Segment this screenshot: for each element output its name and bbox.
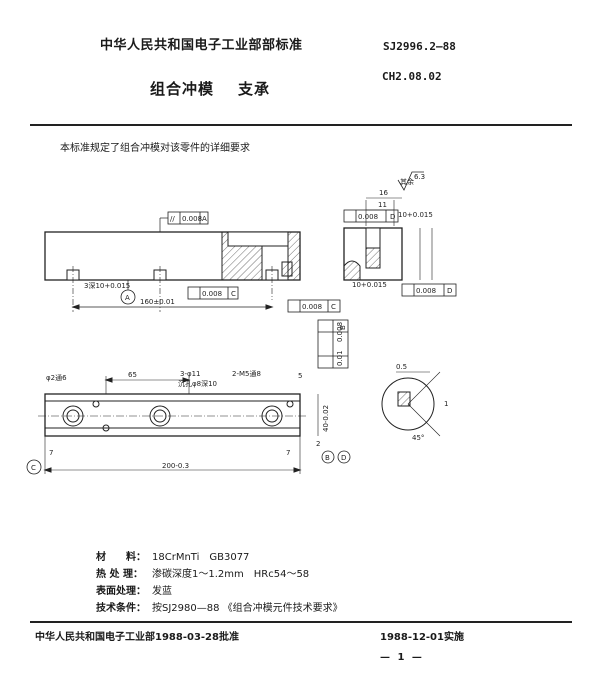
intro-text: 本标准规定了组合冲模对该零件的详细要求 <box>60 143 250 154</box>
spec-heat-label: 热 处 理： <box>96 569 143 580</box>
dim-10a: 10+0.015 <box>398 211 433 219</box>
label-phi2: φ2通6 <box>46 373 67 382</box>
detail-view <box>381 371 441 437</box>
header-rule <box>30 124 572 126</box>
dim-7b: 7 <box>286 449 290 457</box>
spec-material-label: 材 料： <box>96 552 146 563</box>
surface-rest-label: 其余 <box>400 177 414 186</box>
datum-circle-b: B <box>325 454 330 462</box>
label-2m5: 2-M5通8 <box>232 369 261 378</box>
spec-material-value: 18CrMnTi GB3077 <box>152 552 250 563</box>
label-3phi11: 3-φ11 <box>180 370 201 378</box>
tol-small-c-value: 0.008 <box>302 303 322 311</box>
plan-view <box>26 376 351 475</box>
spec-technical-label: 技术条件： <box>96 603 146 614</box>
roughness-rest: 6.3 <box>414 173 425 181</box>
dim-0-5: 0.5 <box>396 363 407 371</box>
tol-sym-d-top-value: 0.008 <box>358 213 378 221</box>
spec-surface-value: 发蓝 <box>152 586 172 597</box>
dim-10b: 10+0.015 <box>352 281 387 289</box>
dim-65: 65 <box>128 371 137 379</box>
spec-material: 材 料： 18CrMnTi GB3077 <box>96 548 249 563</box>
dim-7a: 7 <box>49 449 53 457</box>
dim-40: 40-0.02 <box>322 405 330 432</box>
tol-parallel-b-value: 0.008 <box>336 322 344 342</box>
dim-16: 16 <box>379 189 388 197</box>
datum-d-label: D <box>390 213 395 221</box>
title-left: 组合冲模 <box>150 80 215 98</box>
dim-3-deep: 3深10+0.015 <box>84 281 130 290</box>
datum-c-small-label: C <box>331 303 336 311</box>
spec-heat-value: 渗碳深度1～1.2mm HRc54～58 <box>152 569 310 580</box>
tol-sym-d-bottom-value: 0.008 <box>416 287 436 295</box>
implementation-date: 1988-12-01实施 <box>380 632 464 643</box>
standard-number: SJ2996.2—88 <box>383 40 456 53</box>
datum-d-bottom-label: D <box>447 287 452 295</box>
approval-line: 中华人民共和国电子工业部1988-03-28批准 <box>35 632 239 643</box>
dim-2: 2 <box>316 440 320 448</box>
tol-sym-c-value: 0.008 <box>202 290 222 298</box>
dim-5: 5 <box>298 372 302 380</box>
vertical-tolerance-frame <box>317 319 349 369</box>
datum-a-label: A <box>202 215 207 223</box>
dim-1: 1 <box>444 400 448 408</box>
tol-parallel-a-value: 0.008 <box>182 215 202 223</box>
dim-11: 11 <box>378 201 387 209</box>
dim-45-deg: 45° <box>412 434 424 442</box>
footer-rule <box>30 621 572 623</box>
spec-technical: 技术条件： 按SJ2980—88 《组合冲模元件技术要求》 <box>96 599 343 614</box>
document-title: 组合冲模 支承 <box>150 78 270 99</box>
dim-200: 200-0.3 <box>162 462 189 470</box>
side-view <box>343 171 457 297</box>
tol-perp-a-value: 0.01 <box>336 350 344 366</box>
part-code: CH2.08.02 <box>382 70 442 83</box>
engineering-drawing: // 0.008 A 0.008 C 0.008 C 160±0.01 3深10… <box>26 171 457 475</box>
ministry-standard-heading: 中华人民共和国电子工业部部标准 <box>100 38 303 53</box>
datum-circle-c: C <box>31 464 36 472</box>
title-right: 支承 <box>238 80 271 98</box>
dim-160: 160±0.01 <box>140 298 175 306</box>
tol-parallel-symbol: // <box>170 215 175 223</box>
spec-surface: 表面处理： 发蓝 <box>96 582 172 597</box>
front-view <box>44 211 341 313</box>
spec-heat-treatment: 热 处 理： 渗碳深度1～1.2mm HRc54～58 <box>96 565 309 580</box>
label-counterbore: 沉孔φ8深10 <box>178 379 217 388</box>
datum-c-label: C <box>231 290 236 298</box>
datum-b-label: B <box>339 325 347 330</box>
datum-circle-d: D <box>341 454 346 462</box>
spec-surface-label: 表面处理： <box>96 586 146 597</box>
datum-circle-a: A <box>125 294 130 302</box>
page-number: — 1 — <box>380 652 424 663</box>
spec-technical-value: 按SJ2980—88 《组合冲模元件技术要求》 <box>152 603 343 614</box>
